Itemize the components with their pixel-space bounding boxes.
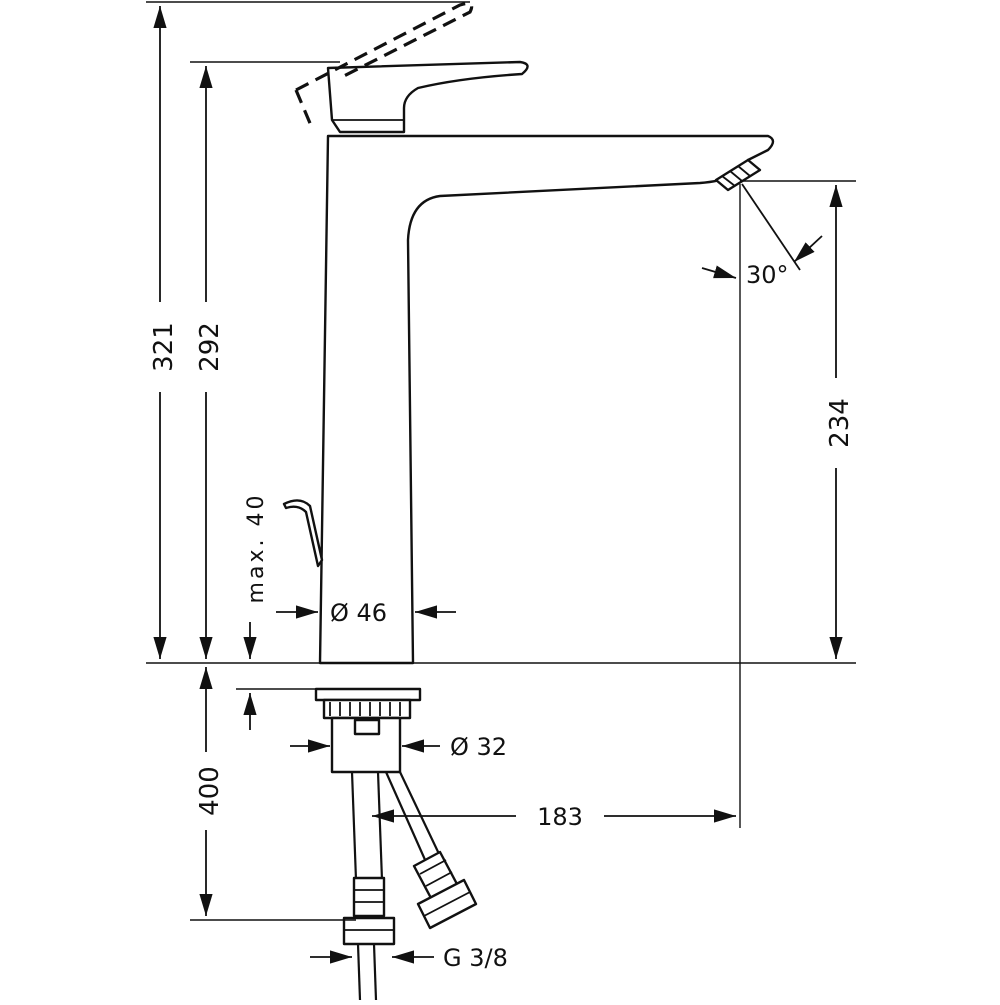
label-lever-clearance: max. 40 — [244, 493, 269, 604]
lever-handle — [326, 60, 529, 134]
popup-rod — [282, 499, 324, 568]
faucet-column — [318, 134, 775, 665]
label-spout-angle: 30° — [746, 261, 789, 289]
hose-ferrule-straight — [352, 876, 386, 918]
label-spout-height: 234 — [825, 398, 855, 448]
dimension-labels: 321 292 234 max. 40 30° Ø 46 Ø 32 183 40… — [149, 261, 855, 972]
label-hose-length: 400 — [195, 766, 225, 816]
mounting-plate — [314, 687, 422, 702]
lever-raised-position — [295, 1, 474, 92]
mounting-assembly — [314, 687, 478, 1001]
aerator — [714, 158, 762, 192]
fixing-nut — [322, 698, 412, 720]
connection-nut — [342, 916, 396, 946]
label-spout-reach: 183 — [537, 803, 583, 831]
label-connection-thread: G 3/8 — [443, 944, 508, 972]
label-body-height: 292 — [195, 322, 225, 372]
dimension-lines — [146, 1, 856, 964]
label-shank-diameter: Ø 32 — [450, 733, 507, 761]
label-total-height: 321 — [149, 322, 179, 372]
label-body-diameter: Ø 46 — [330, 599, 387, 627]
faucet-outline — [282, 1, 775, 665]
